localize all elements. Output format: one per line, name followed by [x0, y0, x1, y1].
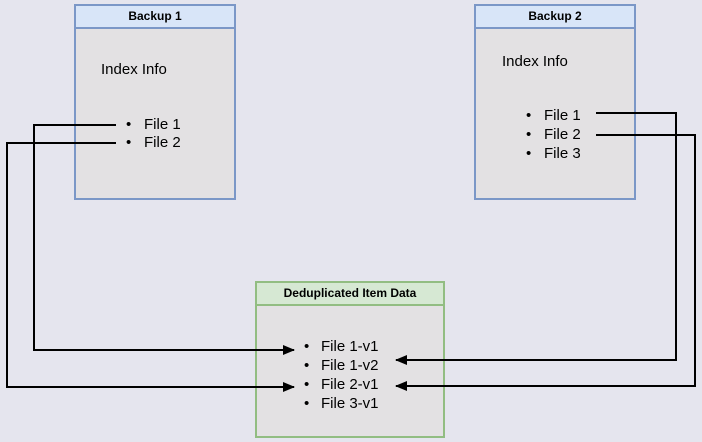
list-item-file3: File 3	[524, 144, 581, 163]
list-item-file2: File 2	[124, 134, 181, 152]
list-item-file2: File 2	[524, 125, 581, 144]
backup2-title: Backup 2	[476, 6, 634, 29]
backup1-file-list: File 1 File 2	[124, 116, 181, 152]
backup2-box: Backup 2 Index Info File 1 File 2 File 3	[474, 4, 636, 200]
list-item-file1-v2: File 1-v2	[302, 356, 379, 375]
backup2-index-info-label: Index Info	[502, 53, 568, 70]
deduplicated-item-data-box: Deduplicated Item Data File 1-v1 File 1-…	[255, 281, 445, 438]
backup1-box: Backup 1 Index Info File 1 File 2	[74, 4, 236, 200]
list-item-file2-v1: File 2-v1	[302, 375, 379, 394]
backup1-index-info-label: Index Info	[101, 61, 167, 78]
dedup-title: Deduplicated Item Data	[257, 283, 443, 306]
backup2-file-list: File 1 File 2 File 3	[524, 106, 581, 163]
list-item-file3-v1: File 3-v1	[302, 394, 379, 413]
list-item-file1: File 1	[524, 106, 581, 125]
dedup-item-list: File 1-v1 File 1-v2 File 2-v1 File 3-v1	[302, 337, 379, 413]
backup1-title: Backup 1	[76, 6, 234, 29]
list-item-file1-v1: File 1-v1	[302, 337, 379, 356]
list-item-file1: File 1	[124, 116, 181, 134]
